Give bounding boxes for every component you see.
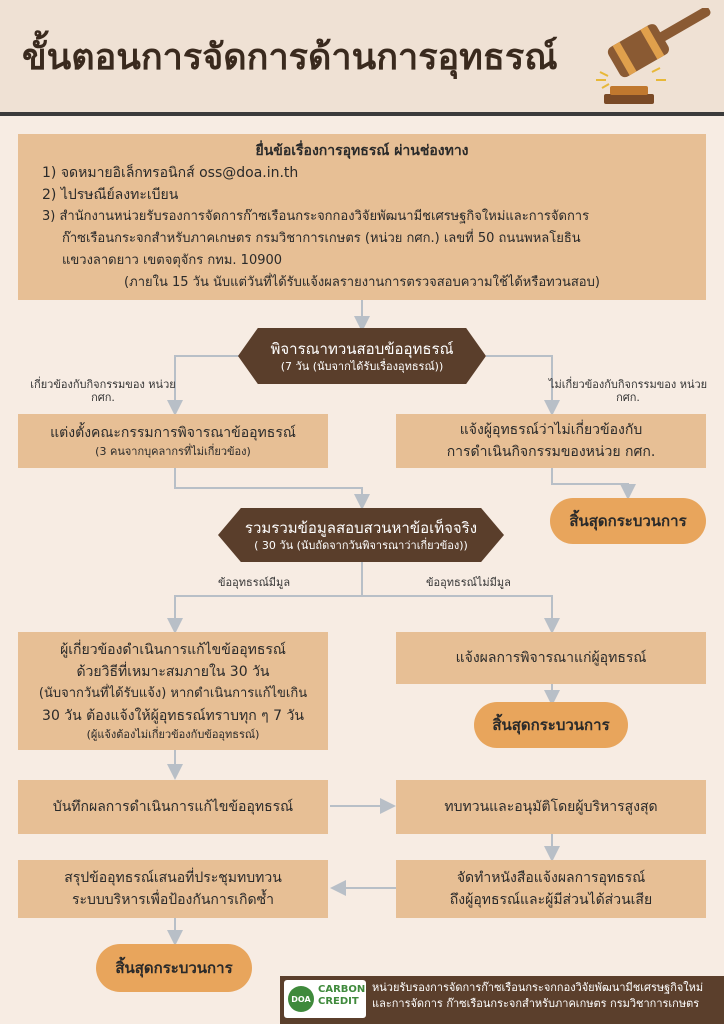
footer-line2: และการจัดการ ก๊าซเรือนกระจกสำหรับภาคเกษต… <box>372 997 700 1010</box>
gather-duration: ( 30 วัน (นับถัดจากวันพิจารณาว่าเกี่ยวข้… <box>254 538 468 552</box>
notify-unrelated-line1: แจ้งผู้อุทธรณ์ว่าไม่เกี่ยวข้องกับ <box>459 422 643 438</box>
channel-office-line1: 3) สำนักงานหน่วยรับรองการจัดการก๊าซเรือน… <box>42 209 590 224</box>
notify-unrelated-line2: การดำเนินกิจกรรมของหน่วย กศก. <box>446 444 656 460</box>
logo-word-credit: CREDIT <box>318 996 359 1007</box>
action-line-4: 30 วัน ต้องแจ้งให้ผู้อุทธรณ์ทราบทุก ๆ 7 … <box>42 708 304 724</box>
letter-line2: ถึงผู้อุทธรณ์และผู้มีส่วนได้ส่วนเสีย <box>449 892 653 908</box>
gather-facts-step: รวมรวมข้อมูลสอบสวนหาข้อเท็จจริง ( 30 วัน… <box>218 508 504 562</box>
carbon-credit-logo: DOA CARBON CREDIT <box>284 980 366 1018</box>
connector-review-unrelated <box>486 355 560 416</box>
branch-related-label: เกี่ยวข้องกับกิจกรรมของ หน่วย กศก. <box>30 378 176 404</box>
submit-appeal-box: ยื่นข้อเรื่องการอุทธรณ์ ผ่านช่องทาง 1) จ… <box>18 134 706 300</box>
logo-word-carbon: CARBON <box>318 984 366 995</box>
connector-unrelated-end <box>551 468 636 500</box>
footer-line1: หน่วยรับรองการจัดการก๊าซเรือนกระจกกองวิจ… <box>372 981 704 994</box>
summary-line2: ระบบบริหารเพื่อป้องกันการเกิดซ้ำ <box>71 892 274 908</box>
record-result-box: บันทึกผลการดำเนินการแก้ไขข้ออุทธรณ์ <box>18 780 328 834</box>
connector-gather-result <box>362 595 560 634</box>
submit-deadline-note: (ภายใน 15 วัน นับแต่วันที่ได้รับแจ้งผลรา… <box>124 275 600 290</box>
committee-title: แต่งตั้งคณะกรรมการพิจารณาข้ออุทธรณ์ <box>50 425 296 441</box>
branch-invalid-label: ข้ออุทธรณ์ไม่มีมูล <box>426 576 511 589</box>
review-appeal-step: พิจารณาทวนสอบข้ออุทธรณ์ (7 วัน (นับจากได… <box>238 328 486 384</box>
review-duration: (7 วัน (นับจากได้รับเรื่องอุทธรณ์)) <box>280 359 444 373</box>
review-title: พิจารณาทวนสอบข้ออุทธรณ์ <box>270 339 454 358</box>
action-note: (ผู้แจ้งต้องไม่เกี่ยวข้องกับข้ออุทธรณ์) <box>86 728 260 741</box>
notify-result-box: แจ้งผลการพิจารณาแก่ผู้อุทธรณ์ <box>396 632 706 684</box>
connector-review-committee <box>167 355 240 416</box>
appoint-committee-box: แต่งตั้งคณะกรรมการพิจารณาข้ออุทธรณ์ (3 ค… <box>18 414 328 468</box>
connector-gather-action <box>167 560 363 634</box>
action-line-1: ผู้เกี่ยวข้องดำเนินการแก้ไขข้ออุทธรณ์ <box>60 642 286 658</box>
notify-letter-box: จัดทำหนังสือแจ้งผลการอุทธรณ์ ถึงผู้อุทธร… <box>396 860 706 918</box>
connector-committee-gather <box>174 468 370 510</box>
record-text: บันทึกผลการดำเนินการแก้ไขข้ออุทธรณ์ <box>52 799 294 815</box>
summary-line1: สรุปข้ออุทธรณ์เสนอที่ประชุมทบทวน <box>64 870 282 886</box>
notify-result-text: แจ้งผลการพิจารณาแก่ผู้อุทธรณ์ <box>455 650 647 666</box>
end-process-pill-1: สิ้นสุดกระบวนการ <box>550 498 706 544</box>
end-process-pill-3: สิ้นสุดกระบวนการ <box>96 944 252 992</box>
letter-line1: จัดทำหนังสือแจ้งผลการอุทธรณ์ <box>456 870 646 886</box>
footer-org-text: หน่วยรับรองการจัดการก๊าซเรือนกระจกกองวิจ… <box>372 980 724 1012</box>
action-line-2: ด้วยวิธีที่เหมาะสมภายใน 30 วัน <box>76 664 270 680</box>
header-divider <box>0 112 724 116</box>
committee-members-note: (3 คนจากบุคลากรที่ไม่เกี่ยวข้อง) <box>95 445 251 458</box>
channel-email: 1) จดหมายอิเล็กทรอนิกส์ oss@doa.in.th <box>42 165 299 181</box>
submit-heading: ยื่นข้อเรื่องการอุทธรณ์ ผ่านช่องทาง <box>255 143 469 159</box>
approve-text: ทบทวนและอนุมัติโดยผู้บริหารสูงสุด <box>444 799 658 815</box>
page-title: ขั้นตอนการจัดการด้านการอุทธรณ์ <box>22 37 558 78</box>
branch-unrelated-label: ไม่เกี่ยวข้องกับกิจกรรมของ หน่วย กศก. <box>548 378 708 404</box>
header-band <box>0 0 724 112</box>
channel-office-line3: แขวงลาดยาว เขตจตุจักร กทม. 10900 <box>62 253 283 268</box>
branch-valid-label: ข้ออุทธรณ์มีมูล <box>218 576 291 589</box>
action-line-3: (นับจากวันที่ได้รับแจ้ง) หากดำเนินการแก้… <box>38 686 308 701</box>
gavel-icon <box>596 8 711 104</box>
end-process-pill-2: สิ้นสุดกระบวนการ <box>474 702 628 748</box>
channel-office-line2: ก๊าซเรือนกระจกสำหรับภาคเกษตร กรมวิชาการเ… <box>62 231 581 246</box>
channel-post: 2) ไปรษณีย์ลงทะเบียน <box>42 187 179 203</box>
gather-title: รวมรวมข้อมูลสอบสวนหาข้อเท็จจริง <box>244 518 478 537</box>
notify-unrelated-box: แจ้งผู้อุทธรณ์ว่าไม่เกี่ยวข้องกับ การดำเ… <box>396 414 706 468</box>
doa-badge-icon: DOA <box>288 986 314 1012</box>
corrective-action-box: ผู้เกี่ยวข้องดำเนินการแก้ไขข้ออุทธรณ์ ด้… <box>18 632 328 750</box>
summary-meeting-box: สรุปข้ออุทธรณ์เสนอที่ประชุมทบทวน ระบบบริ… <box>18 860 328 918</box>
review-approve-box: ทบทวนและอนุมัติโดยผู้บริหารสูงสุด <box>396 780 706 834</box>
